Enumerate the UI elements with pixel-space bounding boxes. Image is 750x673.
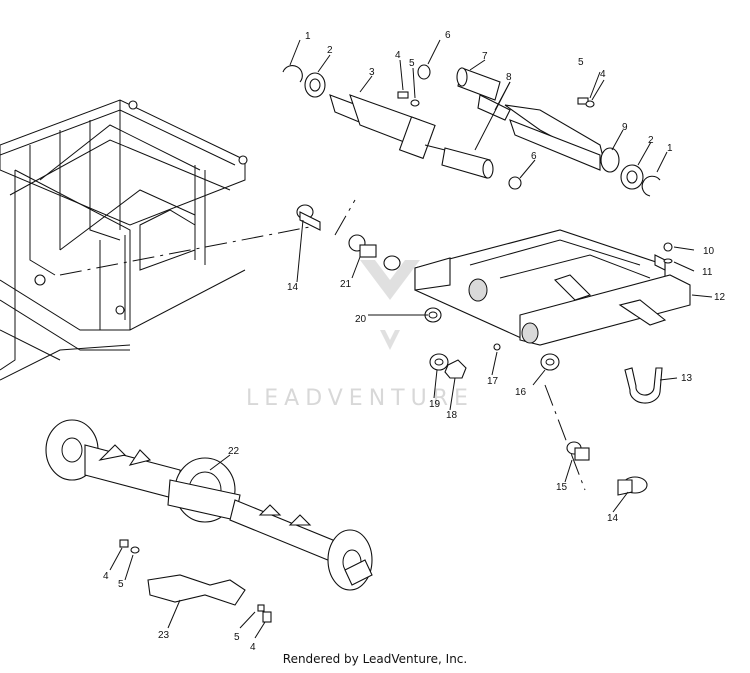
callout-numbers: 1 2 3 4 5 6 7 8 6 5 4 9 2 1 10 11 12 13 … [103, 30, 726, 653]
callout-5c: 5 [118, 579, 124, 590]
callout-15: 15 [556, 482, 568, 493]
callout-6b: 6 [531, 151, 537, 162]
callout-17: 17 [487, 376, 499, 387]
callout-22: 22 [228, 446, 240, 457]
render-credit: Rendered by LeadVenture, Inc. [282, 652, 468, 666]
callout-8: 8 [506, 72, 512, 83]
callout-11: 11 [702, 267, 713, 278]
callout-5: 5 [409, 58, 415, 69]
callout-3: 3 [369, 67, 375, 78]
callout-20: 20 [355, 314, 367, 325]
callout-2: 2 [327, 45, 333, 56]
pivot-shaft-assembly [282, 64, 661, 197]
callout-14b: 14 [607, 513, 619, 524]
callout-18: 18 [446, 410, 458, 421]
callout-19: 19 [429, 399, 441, 410]
callout-13: 13 [681, 373, 693, 384]
callout-4: 4 [395, 50, 401, 61]
callout-9: 9 [622, 122, 628, 133]
rear-axle-assembly [45, 419, 373, 623]
callout-2b: 2 [648, 135, 654, 146]
callout-1b: 1 [667, 143, 673, 154]
callout-4b: 4 [600, 69, 606, 80]
callout-23: 23 [158, 630, 170, 641]
callout-14: 14 [287, 282, 299, 293]
callout-5d: 5 [234, 632, 240, 643]
callout-5b: 5 [578, 57, 584, 68]
pivot-bushings [296, 204, 648, 496]
callout-16: 16 [515, 387, 527, 398]
callout-6: 6 [445, 30, 451, 41]
leadventure-watermark: LEADVENTURE [246, 260, 474, 411]
assembly-center-lines [59, 199, 586, 491]
callout-21: 21 [340, 279, 352, 290]
watermark-text: LEADVENTURE [246, 386, 474, 411]
callout-12: 12 [714, 292, 726, 303]
vehicle-frame [0, 99, 248, 381]
callout-4d: 4 [250, 642, 256, 653]
swing-arm [414, 229, 691, 404]
callout-10: 10 [703, 246, 715, 257]
callout-leaders [109, 39, 713, 639]
callout-1: 1 [305, 31, 311, 42]
callout-7: 7 [482, 51, 488, 62]
callout-4c: 4 [103, 571, 109, 582]
